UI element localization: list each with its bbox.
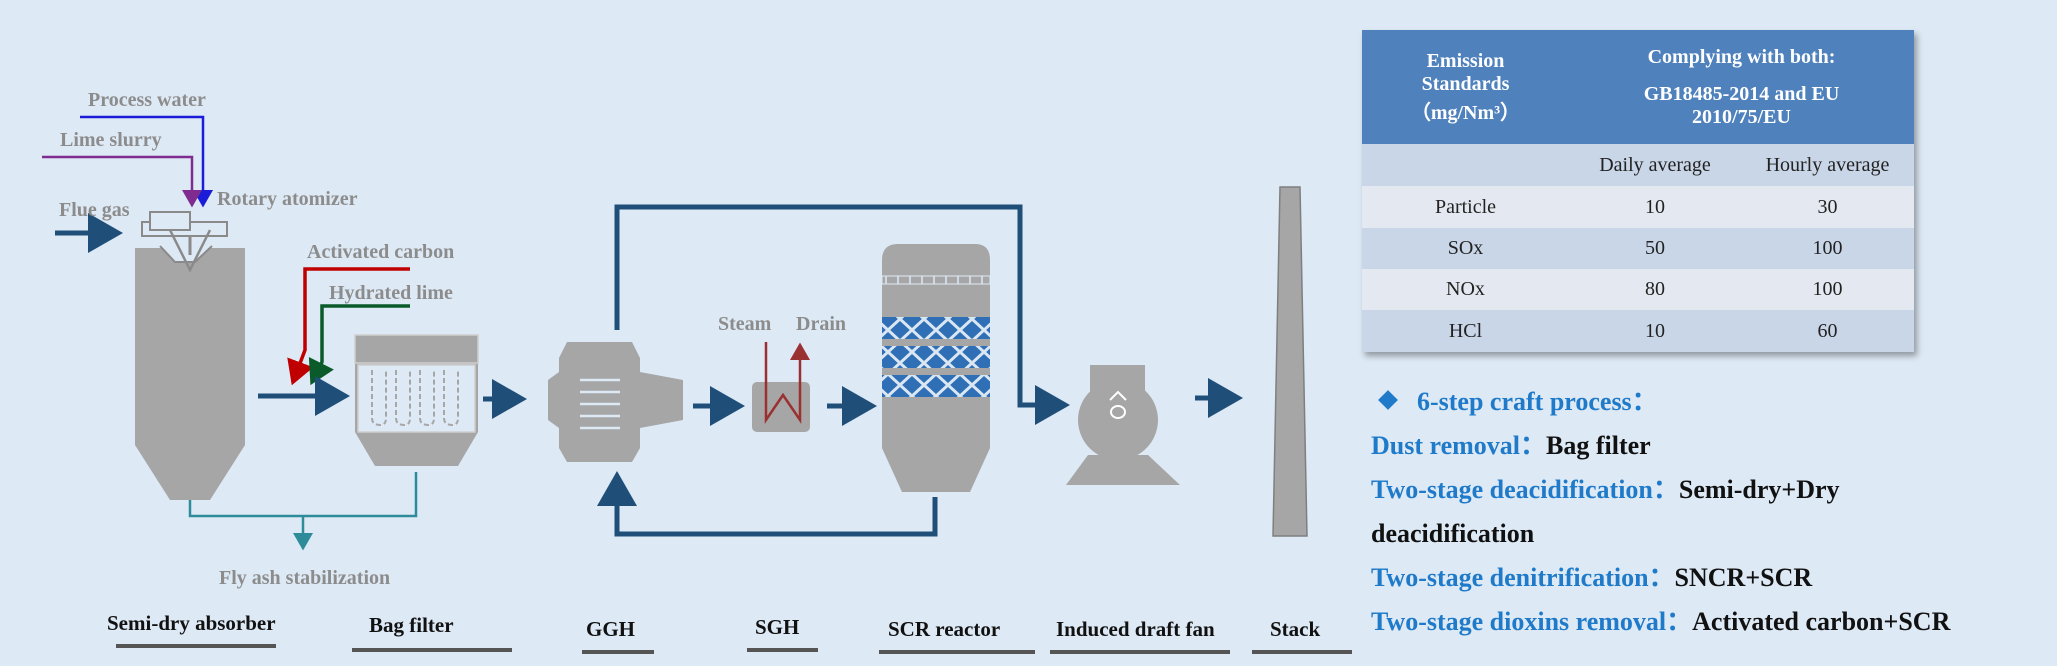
scr-reactor-shape	[881, 244, 991, 492]
table-row: SOx 50 100	[1362, 228, 1914, 269]
equipment-label-ggh: GGH	[586, 617, 635, 641]
table-subheader-row: Daily average Hourly average	[1362, 144, 1914, 186]
equipment-label-scr-reactor: SCR reactor	[888, 617, 1000, 641]
craft-title: 6-step craft process：	[1371, 380, 1950, 424]
table-header-left: Emission Standards （mg/Nm³）	[1362, 30, 1569, 144]
list-item: Dust removal：Bag filter	[1371, 431, 1651, 460]
flue-gas-label: Flue gas	[59, 199, 130, 221]
hydrated-lime-label: Hydrated lime	[329, 282, 453, 304]
table-header-right: Complying with both: GB18485-2014 and EU…	[1569, 30, 1914, 144]
activated-carbon-label: Activated carbon	[307, 241, 454, 263]
sgh-shape	[752, 342, 810, 432]
diamond-bullet-icon	[1378, 390, 1398, 410]
fly-ash-stabilization-label: Fly ash stabilization	[219, 567, 390, 589]
equipment-label-semi-dry-absorber: Semi-dry absorber	[107, 611, 276, 635]
table-row: Particle 10 30	[1362, 186, 1914, 228]
activated-carbon-line	[287, 267, 410, 386]
steam-label: Steam	[718, 313, 772, 335]
list-item: Two-stage deacidification：Semi-dry+Dry	[1371, 475, 1840, 504]
induced-draft-fan-shape	[1066, 365, 1180, 485]
table-row: NOx 80 100	[1362, 269, 1914, 310]
process-water-line	[80, 115, 213, 208]
equipment-label-bag-filter: Bag filter	[369, 613, 454, 637]
emission-standards-table: Emission Standards （mg/Nm³） Complying wi…	[1362, 30, 1914, 352]
list-item: Two-stage dioxins removal：Activated carb…	[1371, 607, 1951, 636]
equipment-label-induced-draft-fan: Induced draft fan	[1056, 617, 1215, 641]
list-item: deacidification	[1371, 519, 1535, 548]
rotary-atomizer-label: Rotary atomizer	[217, 188, 358, 210]
fly-ash-line	[188, 472, 418, 551]
semi-dry-absorber-shape	[135, 211, 245, 500]
ggh-bottom-loop-line	[597, 471, 938, 537]
hydrated-lime-line	[308, 304, 410, 386]
lime-slurry-line	[42, 155, 202, 208]
ggh-top-loop-line	[614, 204, 1070, 425]
lime-slurry-label: Lime slurry	[60, 129, 162, 151]
drain-label: Drain	[796, 313, 846, 335]
ggh-shape	[548, 342, 683, 462]
process-water-label: Process water	[88, 89, 206, 111]
equipment-label-stack: Stack	[1270, 617, 1320, 641]
table-header-row: Emission Standards （mg/Nm³） Complying wi…	[1362, 30, 1914, 144]
equipment-label-sgh: SGH	[755, 615, 799, 639]
list-item: Two-stage denitrification：SNCR+SCR	[1371, 563, 1813, 592]
craft-process-list: 6-step craft process： Dust removal：Bag f…	[1371, 380, 1950, 644]
bag-filter-shape	[354, 334, 479, 466]
table-row: HCl 10 60	[1362, 310, 1914, 352]
stack-shape	[1272, 186, 1308, 537]
flow-diagram: Process water Lime slurry Flue gas Rotar…	[42, 89, 1352, 654]
